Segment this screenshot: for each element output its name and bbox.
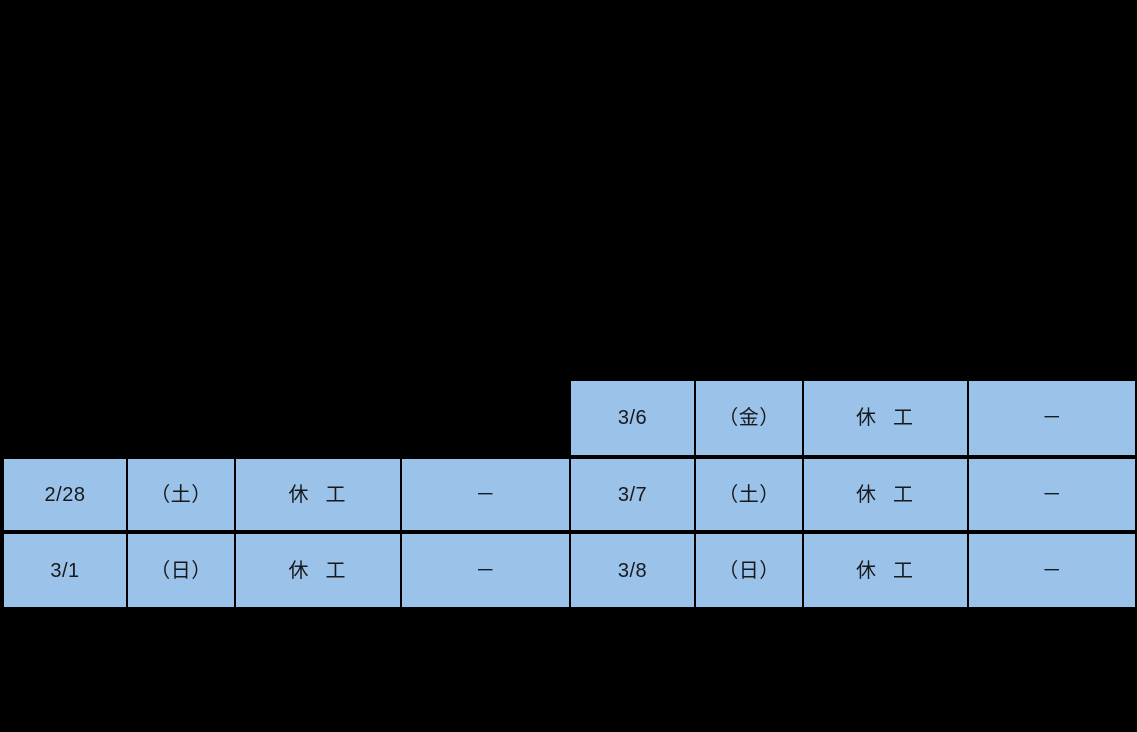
cell-status[interactable]: 休 工 xyxy=(802,379,969,457)
table-row: 3/6 （金） 休 工 － xyxy=(569,379,1137,457)
cell-date[interactable]: 3/6 xyxy=(569,379,696,457)
cell-note[interactable]: － xyxy=(967,457,1137,532)
cell-date[interactable]: 3/1 xyxy=(2,532,128,609)
schedule-table-right: 3/6 （金） 休 工 － 3/7 （土） 休 工 － 3/8 （日） 休 工 … xyxy=(569,379,1137,609)
cell-weekday[interactable]: （土） xyxy=(694,457,804,532)
cell-note[interactable]: － xyxy=(400,532,571,609)
cell-date[interactable]: 3/8 xyxy=(569,532,696,609)
cell-status[interactable]: 休 工 xyxy=(802,457,969,532)
cell-note[interactable]: － xyxy=(967,532,1137,609)
table-row: 3/8 （日） 休 工 － xyxy=(569,532,1137,609)
cell-date[interactable]: 2/28 xyxy=(2,457,128,532)
cell-date[interactable]: 3/7 xyxy=(569,457,696,532)
cell-weekday[interactable]: （土） xyxy=(126,457,236,532)
table-row: 3/1 （日） 休 工 － xyxy=(2,532,571,609)
cell-weekday[interactable]: （日） xyxy=(694,532,804,609)
table-row: 3/7 （土） 休 工 － xyxy=(569,457,1137,532)
cell-weekday[interactable]: （金） xyxy=(694,379,804,457)
cell-note[interactable]: － xyxy=(400,457,571,532)
cell-note[interactable]: － xyxy=(967,379,1137,457)
cell-status[interactable]: 休 工 xyxy=(234,457,402,532)
cell-weekday[interactable]: （日） xyxy=(126,532,236,609)
schedule-table-left: 2/28 （土） 休 工 － 3/1 （日） 休 工 － xyxy=(2,379,571,609)
table-row: 2/28 （土） 休 工 － xyxy=(2,457,571,532)
cell-status[interactable]: 休 工 xyxy=(234,532,402,609)
cell-status[interactable]: 休 工 xyxy=(802,532,969,609)
